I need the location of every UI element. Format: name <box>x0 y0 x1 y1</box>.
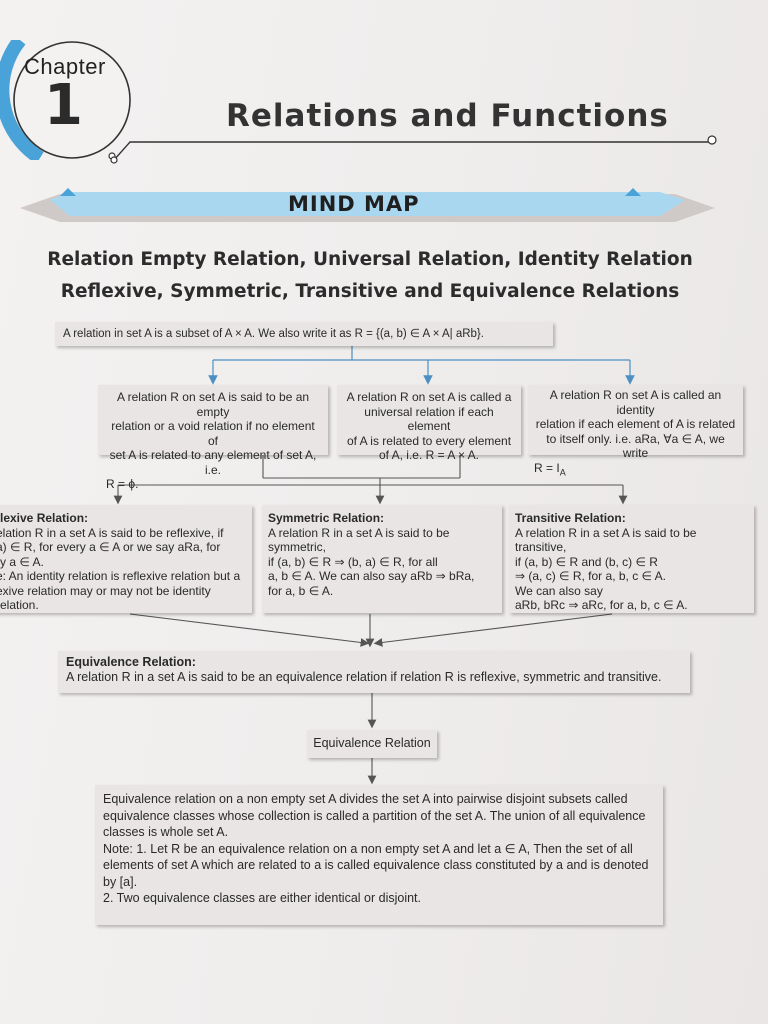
chapter-number: 1 <box>44 73 83 138</box>
reflexive-line: a) ∈ R, for every a ∈ A or we say aRa, f… <box>0 540 221 554</box>
empty-relation-line: A relation R on set A is said to be an e… <box>116 390 310 419</box>
relation-branch-arrows <box>113 455 628 505</box>
reflexive-line: elation R in a set A is said to be refle… <box>0 525 224 540</box>
transitive-line: aRb, bRc ⇒ aRc, for a, b, c ∈ A. <box>515 598 688 612</box>
relation-definition-box: A relation in set A is a subset of A × A… <box>55 322 553 346</box>
symmetric-line: if (a, b) ∈ R ⇒ (b, a) ∈ R, for all <box>268 554 438 569</box>
mind-map-banner <box>20 188 715 222</box>
symmetric-relation-box: Symmetric Relation: A relation R in a se… <box>262 505 502 613</box>
relation-definition-text: A relation in set A is a subset of A × A… <box>63 328 484 340</box>
reflexive-heading: flexive Relation: <box>0 511 89 525</box>
classes-line: Equivalence relation on a non empty set … <box>103 792 628 806</box>
equivalence-heading: Equivalence Relation: <box>66 655 196 669</box>
empty-relation-box: A relation R on set A is said to be an e… <box>98 385 328 491</box>
equivalence-relation-label-box: Equivalence Relation <box>307 730 437 758</box>
transitive-line: ⇒ (a, c) ∈ R, for a, b, c ∈ A. <box>515 569 666 583</box>
classes-line: equivalence classes whose collection is … <box>103 808 646 823</box>
converge-arrows <box>129 613 613 648</box>
transitive-line: We can also say <box>515 583 603 598</box>
empty-relation-line: R = ϕ. <box>106 477 139 491</box>
classes-line: classes is whole set A. <box>103 825 229 839</box>
identity-relation-line: R = I <box>534 460 560 475</box>
empty-relation-line: set A is related to any element of set A… <box>109 448 317 477</box>
identity-relation-line: to itself only. i.e. aRa, ∀a ∈ A, we wri… <box>546 431 725 461</box>
identity-relation-formula: R = IA <box>534 461 737 480</box>
reflexive-relation-box: flexive Relation: elation R in a set A i… <box>0 505 252 613</box>
identity-relation-line: relation if each element of A is related <box>535 417 736 431</box>
empty-relation-line: relation or a void relation if no elemen… <box>111 419 315 448</box>
classes-line: 2. Two equivalence classes are either id… <box>103 891 421 905</box>
identity-relation-box: A relation R on set A is called an ident… <box>528 385 743 477</box>
classes-line: Note: 1. Let R be an equivalence relatio… <box>103 841 633 856</box>
identity-relation-line: A relation R on set A is called an ident… <box>549 388 722 417</box>
universal-relation-box: A relation R on set A is called a univer… <box>337 385 521 462</box>
chapter-badge-circle <box>0 40 131 160</box>
definition-branch-arrows <box>208 346 635 385</box>
chapter-title: Relations and Functions <box>226 98 669 134</box>
classes-line: by [a]. <box>103 874 138 889</box>
transitive-line: if (a, b) ∈ R and (b, c) ∈ R <box>515 554 658 569</box>
equivalence-classes-box: Equivalence relation on a non empty set … <box>95 785 663 925</box>
symmetric-line: a, b ∈ A. We can also say aRb ⇒ bRa, <box>268 569 475 583</box>
transitive-heading: Transitive Relation: <box>515 511 626 525</box>
symmetric-line: A relation R in a set A is said to be sy… <box>268 525 450 555</box>
transitive-relation-box: Transitive Relation: A relation R in a s… <box>509 505 754 613</box>
subtitle-line-2: Reflexive, Symmetric, Transitive and Equ… <box>60 281 680 302</box>
equivalence-label: Equivalence Relation <box>313 736 431 750</box>
title-underline <box>110 135 717 164</box>
reflexive-line: e: An identity relation is reflexive rel… <box>0 569 241 583</box>
reflexive-line: ry a ∈ A. <box>0 554 44 569</box>
reflexive-line: exive relation may or may not be identit… <box>0 583 211 613</box>
mind-map-title: MIND MAP <box>288 192 420 216</box>
subtitle-line-1: Relation Empty Relation, Universal Relat… <box>47 249 693 270</box>
equivalence-text: A relation R in a set A is said to be an… <box>66 669 662 684</box>
symmetric-heading: Symmetric Relation: <box>268 511 385 525</box>
universal-relation-line: universal relation if each element <box>364 404 494 434</box>
transitive-line: A relation R in a set A is said to be tr… <box>515 525 697 555</box>
universal-relation-line: A relation R on set A is called a <box>346 390 512 404</box>
universal-relation-line: of A, i.e. R = A × A. <box>378 448 480 462</box>
symmetric-line: for a, b ∈ A. <box>268 583 334 598</box>
chapter-word: Chapter <box>24 54 106 79</box>
classes-line: elements of set A which are related to a… <box>103 858 649 872</box>
equivalence-relation-box: Equivalence Relation: A relation R in a … <box>58 651 690 693</box>
universal-relation-line: of A is related to every element <box>346 433 512 448</box>
identity-subscript: A <box>559 466 566 477</box>
